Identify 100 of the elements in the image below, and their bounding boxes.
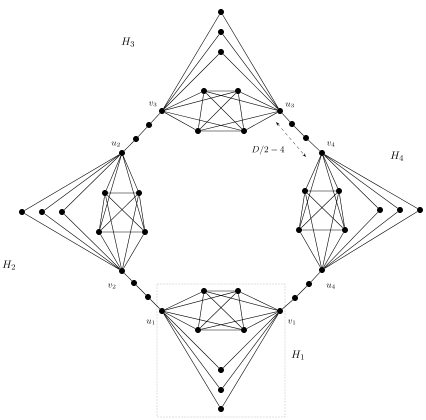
edge — [305, 194, 322, 268]
edge — [150, 298, 160, 310]
vertex — [235, 288, 241, 294]
vertex — [342, 227, 348, 233]
edge — [108, 192, 136, 194]
vertex — [133, 136, 139, 142]
edge — [324, 212, 398, 268]
vertex — [218, 9, 224, 15]
edge — [64, 214, 120, 270]
edge — [296, 286, 308, 296]
vertex — [142, 229, 148, 235]
edge — [299, 194, 305, 228]
edge — [308, 190, 336, 192]
edge — [122, 156, 144, 230]
vertex — [159, 108, 165, 114]
vertex — [218, 49, 224, 55]
vertex-label: $u_4$ — [326, 283, 335, 288]
vertex — [102, 190, 108, 196]
edge — [323, 156, 338, 188]
edge — [139, 196, 145, 230]
edge — [222, 313, 278, 388]
graph-label: $H_1$ — [292, 350, 304, 360]
edge — [100, 234, 121, 269]
edge — [323, 232, 344, 268]
edge — [100, 156, 122, 230]
edge — [107, 194, 144, 230]
edge — [322, 194, 339, 268]
edge — [308, 140, 320, 152]
vertex — [289, 121, 295, 127]
edge — [206, 290, 236, 292]
edge — [200, 111, 278, 131]
vertex — [96, 229, 102, 235]
graph-label: $D/2-4$ — [252, 146, 284, 154]
edge — [200, 311, 278, 330]
edge — [24, 213, 120, 270]
edge — [101, 194, 138, 230]
edge — [198, 94, 204, 128]
edge — [300, 232, 321, 268]
vertex — [235, 88, 241, 94]
edge — [164, 34, 220, 109]
edge — [307, 192, 343, 228]
edge — [206, 292, 278, 310]
edge — [44, 214, 120, 270]
edge — [164, 54, 220, 110]
graph-label: $H_4$ — [390, 151, 404, 161]
graph-label: $H_3$ — [122, 37, 134, 47]
vertex — [218, 387, 224, 393]
vertex — [377, 207, 383, 213]
vertex — [336, 188, 342, 194]
edge — [324, 154, 398, 208]
edge — [164, 292, 202, 310]
edge — [136, 284, 146, 296]
edge — [163, 313, 220, 407]
edge — [240, 92, 278, 110]
vertex-label: $v_1$ — [288, 319, 296, 324]
edge — [106, 156, 122, 190]
vertex — [145, 294, 151, 300]
vertex — [417, 207, 423, 213]
edge — [310, 272, 320, 282]
edge — [324, 154, 378, 208]
edge — [164, 92, 236, 110]
edge — [150, 113, 160, 123]
vertex — [319, 267, 325, 273]
edge — [324, 211, 418, 269]
edge — [123, 234, 144, 269]
edge — [246, 312, 278, 329]
edge — [124, 272, 132, 282]
edge — [122, 156, 138, 190]
vertex — [319, 150, 325, 156]
vertex — [159, 308, 165, 314]
edge — [222, 14, 279, 109]
vertex — [119, 268, 125, 274]
edge — [246, 112, 278, 130]
vertex — [201, 88, 207, 94]
edge — [322, 156, 344, 228]
edge — [240, 292, 278, 310]
vertex-label: $u_1$ — [146, 319, 155, 324]
vertex — [218, 367, 224, 373]
edge — [24, 154, 120, 211]
vertex-label: $v_3$ — [148, 101, 156, 107]
vertex — [277, 308, 283, 314]
vertex — [397, 207, 403, 213]
edge — [124, 140, 134, 152]
edge — [44, 154, 120, 210]
edge — [122, 196, 139, 268]
vertex — [195, 128, 201, 134]
vertex — [241, 128, 247, 134]
vertex — [131, 280, 137, 286]
edge — [306, 156, 321, 188]
vertex — [241, 327, 247, 333]
edge — [99, 196, 105, 230]
edge — [339, 194, 345, 228]
edge — [200, 92, 236, 130]
vertex — [296, 227, 302, 233]
vertex-label: $u_3$ — [286, 102, 294, 108]
edge — [164, 311, 242, 330]
vertex — [303, 135, 309, 141]
edge — [164, 312, 220, 368]
edge — [301, 192, 337, 228]
edge — [222, 34, 278, 109]
